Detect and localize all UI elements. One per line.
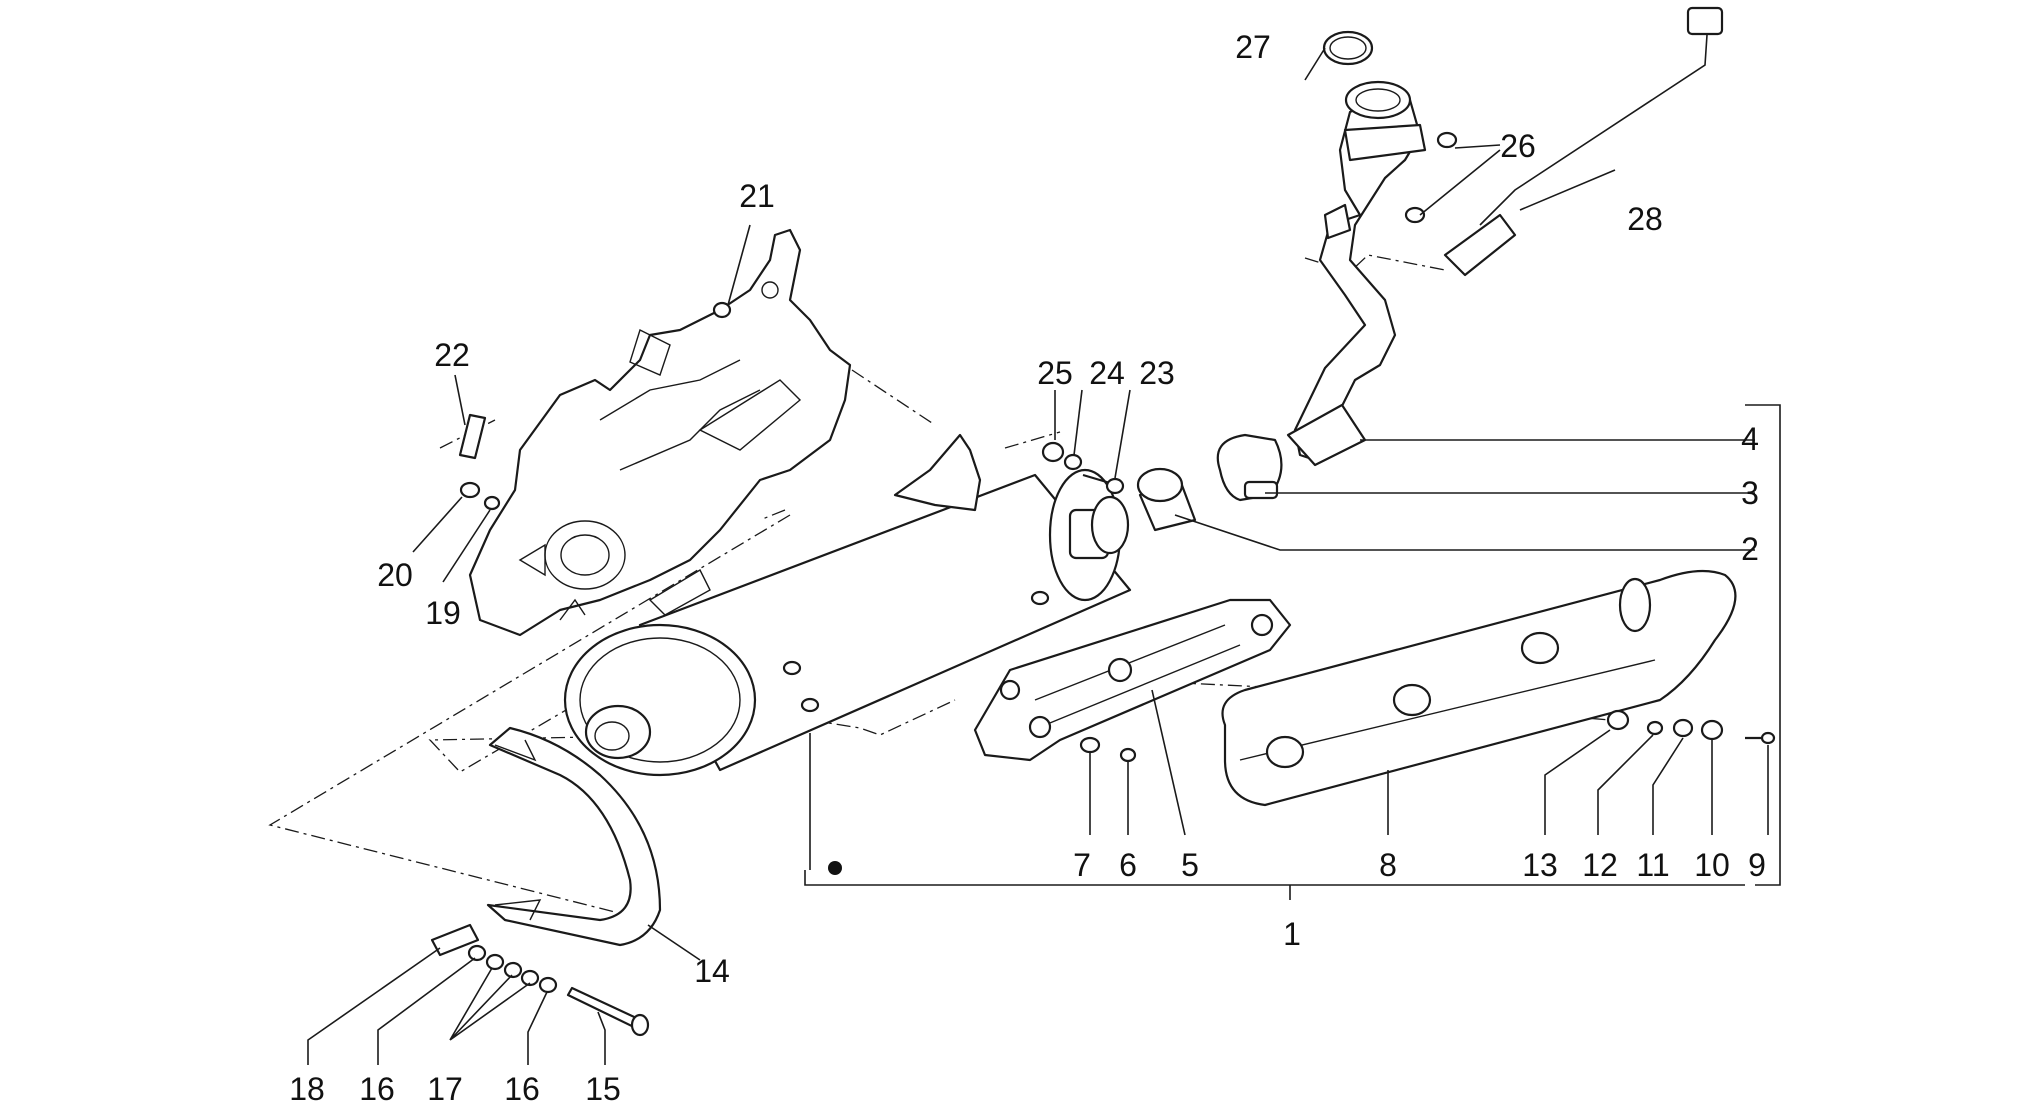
washer-7 (1079, 736, 1101, 754)
label-16-left: 16 (359, 1071, 395, 1103)
label-25: 25 (1037, 355, 1073, 391)
label-18: 18 (289, 1071, 325, 1103)
hardware-9-13 (1606, 709, 1776, 745)
leader-lines (307, 47, 1781, 1065)
label-7: 7 (1073, 847, 1091, 883)
label-24: 24 (1089, 355, 1125, 391)
label-13: 13 (1522, 847, 1558, 883)
nut-21 (712, 301, 732, 319)
washer-24 (1063, 453, 1083, 471)
washer-19 (483, 495, 501, 511)
label-8: 8 (1379, 847, 1397, 883)
label-16-right: 16 (504, 1071, 540, 1103)
label-28: 28 (1627, 201, 1663, 237)
label-5: 5 (1181, 847, 1199, 883)
clamp-3 (1216, 433, 1283, 502)
muffler-body (563, 433, 1132, 777)
label-20: 20 (377, 557, 413, 593)
label-3: 3 (1741, 475, 1759, 511)
muffler-strap-14 (486, 726, 662, 947)
label-2: 2 (1741, 531, 1759, 567)
bolt-23 (1082, 473, 1125, 495)
label-27: 27 (1235, 29, 1271, 65)
nuts-26 (1404, 131, 1458, 224)
label-15: 15 (585, 1071, 621, 1103)
label-19: 19 (425, 595, 461, 631)
label-4: 4 (1741, 421, 1759, 457)
gasket-2 (1136, 467, 1197, 532)
exhaust-manifold-pipe (1286, 80, 1427, 467)
label-11: 11 (1636, 847, 1669, 883)
heat-shield-bracket (973, 598, 1292, 762)
label-1: 1 (1283, 916, 1301, 952)
label-23: 23 (1139, 355, 1175, 391)
reference-dot (828, 861, 842, 875)
label-9: 9 (1748, 847, 1766, 883)
lambda-sensor-28 (1443, 6, 1724, 277)
washer-25 (1041, 441, 1065, 463)
label-17: 17 (427, 1071, 463, 1103)
label-6: 6 (1119, 847, 1137, 883)
strap-hardware-15-18 (430, 923, 650, 1037)
engine-crankcase (468, 228, 852, 637)
label-12: 12 (1582, 847, 1618, 883)
part-labels: 27 26 28 21 22 25 24 23 4 3 2 20 19 7 6 … (289, 29, 1766, 1103)
pin-22 (458, 413, 487, 460)
label-26: 26 (1500, 128, 1536, 164)
screw-6 (1119, 747, 1137, 763)
label-14: 14 (694, 953, 730, 989)
heat-shield-cover (1221, 569, 1737, 807)
gasket-27 (1322, 30, 1374, 66)
nut-20 (459, 481, 481, 499)
label-22: 22 (434, 337, 470, 373)
label-21: 21 (739, 178, 775, 214)
label-10: 10 (1694, 847, 1730, 883)
